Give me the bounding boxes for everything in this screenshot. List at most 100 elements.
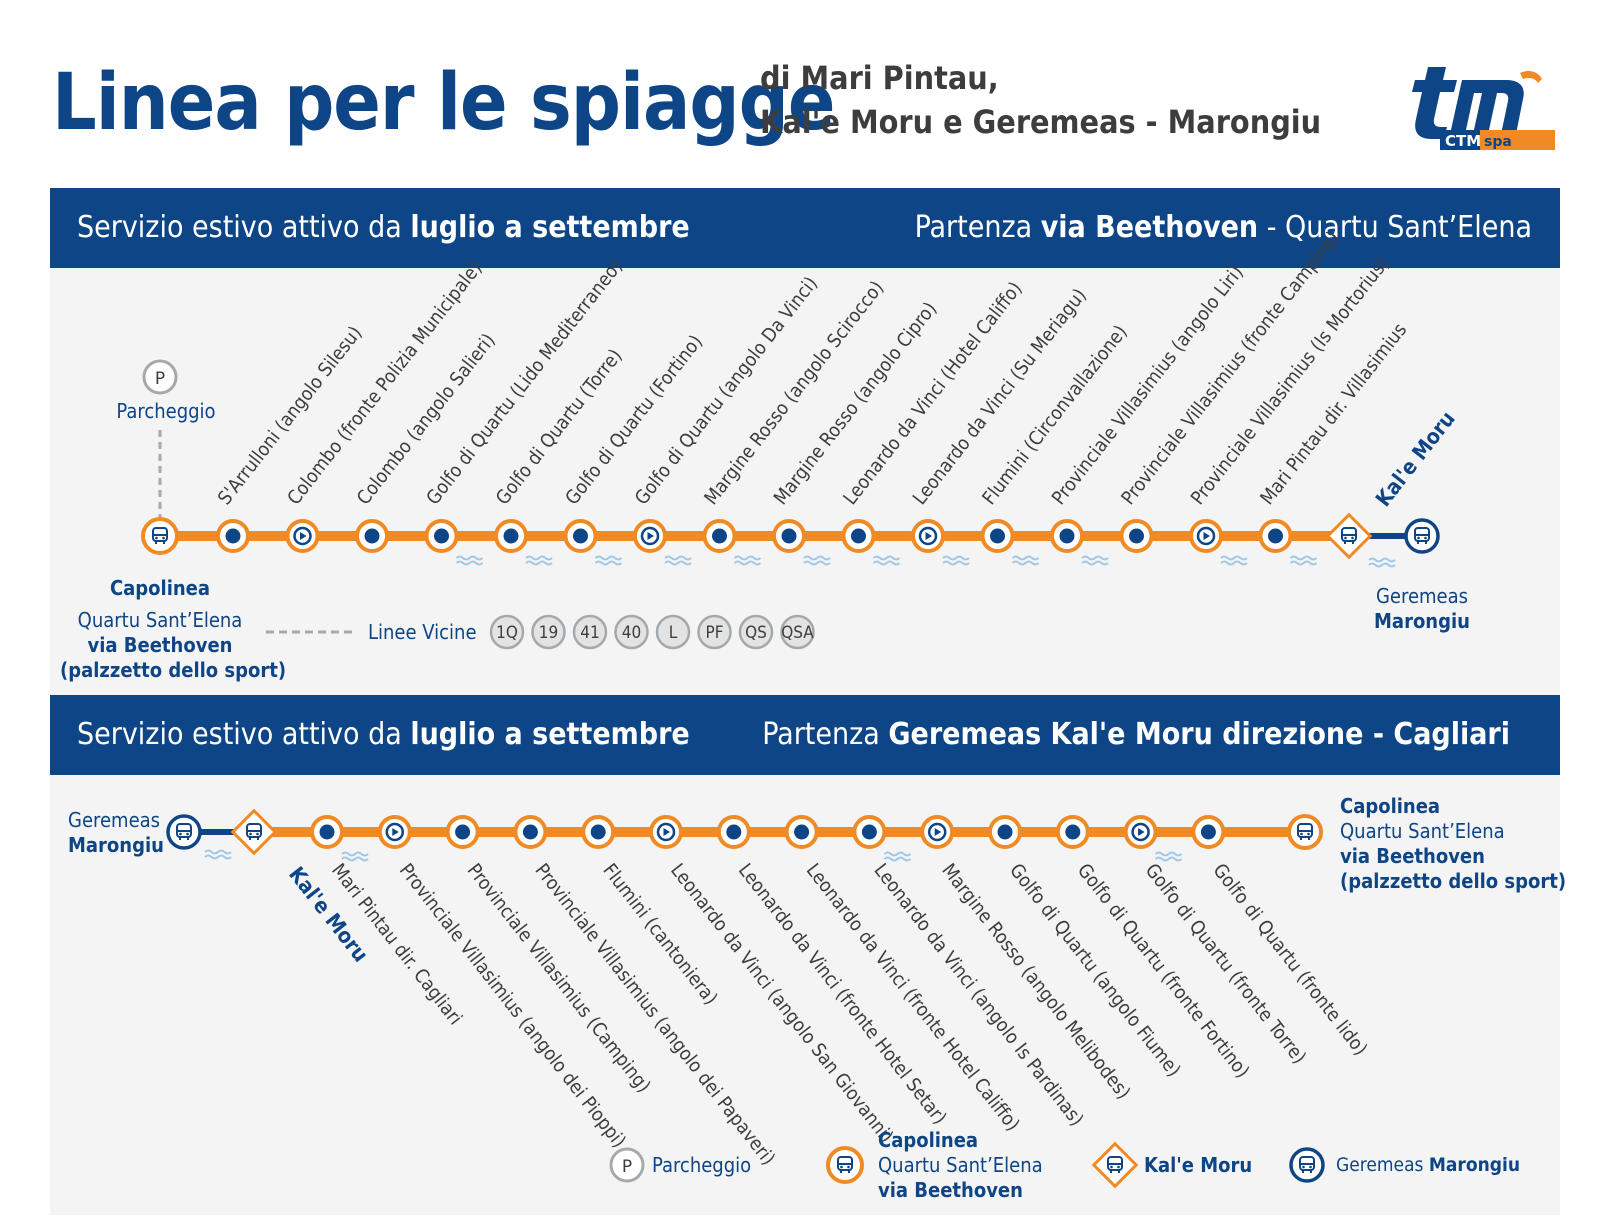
capolinea-line2: via Beethoven (87, 633, 233, 657)
section1-stop-label: Colombo (angolo Salieri) (353, 329, 500, 509)
stop-dot-icon (1200, 824, 1216, 840)
stop-dot-icon (590, 824, 606, 840)
legend-kal-e-moru-label: Kal'e Moru (1144, 1153, 1253, 1177)
legend-capolinea-title: Capolinea (878, 1128, 979, 1152)
legend-capolinea-line2: via Beethoven (878, 1178, 1023, 1202)
band-right-prefix: Partenza (762, 717, 889, 752)
nearby-line-badge-circle (489, 614, 525, 650)
capolinea-line1: Quartu Sant’Elena (1340, 819, 1505, 843)
play-triangle (925, 532, 932, 540)
section2-band: Servizio estivo attivo da luglio a sette… (50, 695, 1560, 775)
beach-wave-icon (803, 555, 831, 566)
beach-wave-icon (594, 555, 623, 566)
capolinea-title: Capolinea (109, 576, 211, 600)
nearby-line-badge: 41 (572, 614, 608, 650)
band-right-prefix: Partenza (914, 210, 1041, 245)
beach-wave-icon (1011, 555, 1040, 566)
play-triangle (1203, 532, 1210, 540)
section1-stop: Mari Pintau dir. Villasimius (1256, 319, 1411, 566)
stop-dot-icon (573, 528, 588, 544)
logo-brand-bg (1440, 130, 1480, 150)
nearby-line-badge-text: 19 (539, 623, 558, 643)
beach-wave-icon (525, 555, 553, 566)
nearby-line-badge-text: 40 (622, 623, 641, 643)
legend-parking-icon (609, 1147, 645, 1183)
nearby-line-badge-circle (614, 614, 649, 650)
section1-stop-label: Golfo di Quartu (Fortino) (561, 331, 707, 509)
beach-wave-icon (664, 555, 692, 566)
parking-label: Parcheggio (116, 399, 215, 423)
section1-stop: Colombo (fronte Polizia Municipale) (283, 258, 486, 553)
stop-dot-icon (434, 528, 449, 544)
band-left-bold: luglio a settembre (410, 717, 690, 752)
legend-capolinea-line1: Quartu Sant’Elena (878, 1153, 1043, 1177)
parking-icon (142, 359, 178, 395)
play-triangle (300, 532, 307, 540)
stop-dot-icon (1059, 528, 1075, 544)
nearby-lines: 1Q 19 41 40 L PF QS QSA (489, 614, 815, 650)
route1-stops: S'Arrulloni (angolo Silesu)Colombo (fron… (214, 227, 1411, 566)
section2-band-left: Servizio estivo attivo da luglio a sette… (77, 717, 690, 752)
stop-dot-icon (1065, 824, 1081, 840)
beach-wave-icon (883, 851, 912, 862)
play-triangle (663, 828, 670, 836)
nearby-line-badge-circle (531, 614, 566, 650)
nearby-line-badge: 1Q (489, 614, 525, 650)
play-triangle (1138, 828, 1145, 836)
logo-suffix-text: spa (1484, 134, 1512, 150)
legend-parking-label: Parcheggio (652, 1153, 752, 1177)
nearby-line-badge-text: PF (705, 623, 723, 643)
stop-dot-icon (1129, 528, 1144, 544)
section2-band-right: Partenza Geremeas Kal'e Moru direzione -… (762, 717, 1510, 752)
nearby-line-badge-text: 1Q (496, 623, 518, 643)
nearby-line-badge: QS (738, 614, 774, 650)
stop-dot-icon (522, 824, 538, 840)
nearby-line-badge: QSA (780, 614, 815, 650)
page-subtitle: di Mari Pintau, Kal'e Moru e Geremeas - … (760, 56, 1321, 144)
band-right-suffix: - Quartu Sant’Elena (1258, 210, 1532, 245)
stop-dot-icon (503, 528, 519, 544)
capolinea-line3: (palzzetto dello sport) (1340, 869, 1567, 893)
beach-wave-icon (455, 555, 484, 566)
stop-dot-icon (781, 528, 797, 544)
nearby-label: Linee Vicine (368, 620, 477, 644)
geremeas-line1: Geremeas (68, 808, 161, 832)
stop-dot-icon (726, 824, 742, 840)
stop-dot-icon (861, 824, 877, 840)
section1-band-right: Partenza via Beethoven - Quartu Sant’Ele… (915, 210, 1532, 245)
stop-dot-icon (225, 528, 241, 544)
logo-brand-text: CTM (1445, 132, 1481, 150)
beach-wave-icon (942, 555, 970, 566)
legend-capolinea-block: Capolinea Quartu Sant’Elena via Beethove… (878, 1128, 1043, 1203)
band-right-bold: via Beethoven (1040, 210, 1259, 245)
beach-wave-icon (733, 555, 762, 566)
geremeas-line2: Marongiu (1374, 609, 1470, 633)
stop-dot-icon (712, 528, 727, 544)
stop-dot-icon (990, 528, 1005, 544)
band-left-prefix: Servizio estivo attivo da (77, 210, 411, 245)
nearby-line-badge-text: QSA (781, 623, 814, 643)
nearby-line-badge-text: 41 (580, 623, 599, 643)
beach-wave-icon (872, 555, 901, 566)
nearby-line-badge-circle (738, 614, 774, 650)
stop-dot-icon (851, 528, 866, 544)
band-left-prefix: Servizio estivo attivo da (77, 717, 411, 752)
nearby-line-badge: L (655, 614, 691, 650)
beach-wave-icon (1081, 555, 1109, 566)
nearby-line-badge: PF (697, 614, 732, 650)
geremeas-line1: Geremeas (1375, 584, 1469, 608)
nearby-line-badge-text: L (669, 623, 678, 643)
section1-band: Servizio estivo attivo da luglio a sette… (50, 188, 1560, 268)
stop-dot-icon (794, 824, 810, 840)
band-left-bold: luglio a settembre (410, 210, 690, 245)
legend-geremeas-bold: Marongiu (1428, 1154, 1521, 1176)
beach-wave-icon (1289, 555, 1318, 566)
geremeas-line2: Marongiu (68, 833, 164, 857)
parking-icon-letter: P (155, 369, 165, 389)
route1-kal-e-moru-label: Kal'e Moru (1371, 407, 1460, 511)
beach-wave-icon (341, 851, 369, 862)
capolinea-end-block: Capolinea Quartu Sant’Elena via Beethove… (1340, 794, 1566, 894)
section1-stop-label: S'Arrulloni (angolo Silesu) (214, 322, 367, 509)
section2-stop-label: Provinciale Villasimius (angolo dei Papa… (530, 860, 779, 1170)
capolinea-title: Capolinea (1340, 794, 1441, 818)
